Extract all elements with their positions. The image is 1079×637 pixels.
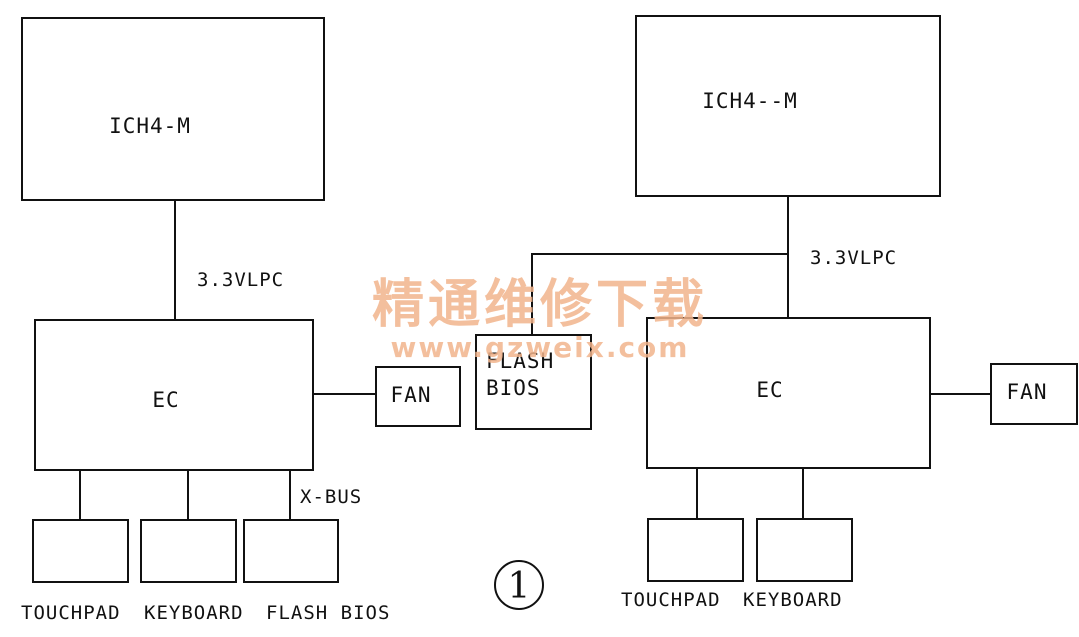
right-flash-label-line2: BIOS — [486, 376, 541, 400]
right-fan-box — [990, 363, 1078, 425]
right-ich-label: ICH4--M — [702, 89, 798, 113]
right-fan-label: FAN — [1007, 380, 1048, 404]
left-flash-bios-box — [243, 519, 339, 583]
right-ec-label: EC — [756, 378, 783, 402]
figure-number-label: 1 — [508, 566, 531, 607]
right-touchpad-box — [647, 518, 744, 582]
right-flash-bios-box — [475, 334, 592, 430]
left-ec-label: EC — [152, 388, 179, 412]
right-lpc-label: 3.3VLPC — [810, 247, 897, 269]
left-fan-label: FAN — [391, 383, 432, 407]
watermark: 精通维修下载 www.gzweix.com — [372, 275, 708, 364]
right-touchpad-label: TOUCHPAD — [621, 589, 721, 611]
watermark-url: www.gzweix.com — [391, 331, 690, 364]
left-touchpad-box — [32, 519, 129, 583]
left-ich-label: ICH4-M — [109, 114, 191, 138]
figure-number: 1 — [494, 560, 544, 610]
left-xbus-label: X-BUS — [300, 486, 362, 508]
right-diagram: ICH4--M 3.3VLPC FLASH BIOS EC FAN TOUCHP… — [475, 15, 1078, 611]
left-fan-box — [375, 366, 461, 427]
right-flash-wire — [531, 253, 788, 335]
left-keyboard-box — [140, 519, 237, 583]
left-flash-bios-label: FLASH BIOS — [266, 602, 390, 624]
left-keyboard-label: KEYBOARD — [144, 602, 244, 624]
right-keyboard-label: KEYBOARD — [743, 589, 843, 611]
right-flash-label-line1: FLASH — [486, 349, 554, 373]
left-ich-box — [21, 17, 325, 201]
watermark-title: 精通维修下载 — [372, 275, 708, 335]
left-diagram: ICH4-M 3.3VLPC EC FAN X-BUS TOUCHPAD KEY… — [21, 17, 461, 624]
right-keyboard-box — [756, 518, 853, 582]
left-lpc-label: 3.3VLPC — [197, 269, 284, 291]
left-touchpad-label: TOUCHPAD — [21, 602, 121, 624]
